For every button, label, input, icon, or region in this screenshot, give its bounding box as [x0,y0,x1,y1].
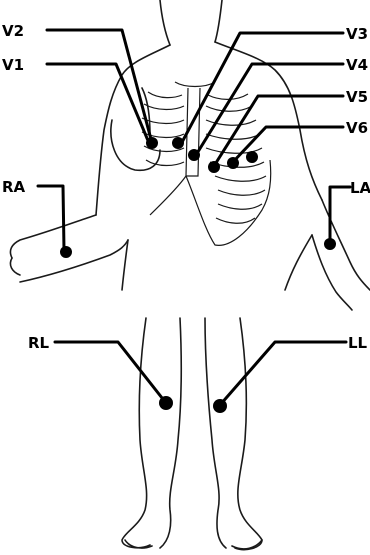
label-ra: RA [2,178,26,196]
ra-electrode [60,246,72,258]
rl-leader-line [55,342,166,403]
label-v5: V5 [346,88,368,106]
la-leader-line [330,187,350,242]
label-v6: V6 [346,119,368,137]
lower-body-outline [122,318,262,550]
v2-leader-line [47,30,152,143]
ra-leader-line [38,186,64,250]
rl-electrode [159,396,173,410]
label-la: LA [350,179,370,197]
v4-electrode [208,161,220,173]
v6-electrode [246,151,258,163]
electrodes [60,137,336,413]
label-ll: LL [348,334,368,352]
label-v1: V1 [2,56,24,74]
ll-leader-line [220,342,346,405]
v5-electrode [227,157,239,169]
label-v4: V4 [346,56,368,74]
v3-leader-line [180,33,343,146]
v1-electrode [146,137,158,149]
v2-electrode [172,137,184,149]
label-v3: V3 [346,25,368,43]
la-electrode [324,238,336,250]
v3-electrode [188,149,200,161]
v5-leader-line [214,96,343,166]
label-v2: V2 [2,22,24,40]
ll-electrode [213,399,227,413]
label-rl: RL [28,334,50,352]
